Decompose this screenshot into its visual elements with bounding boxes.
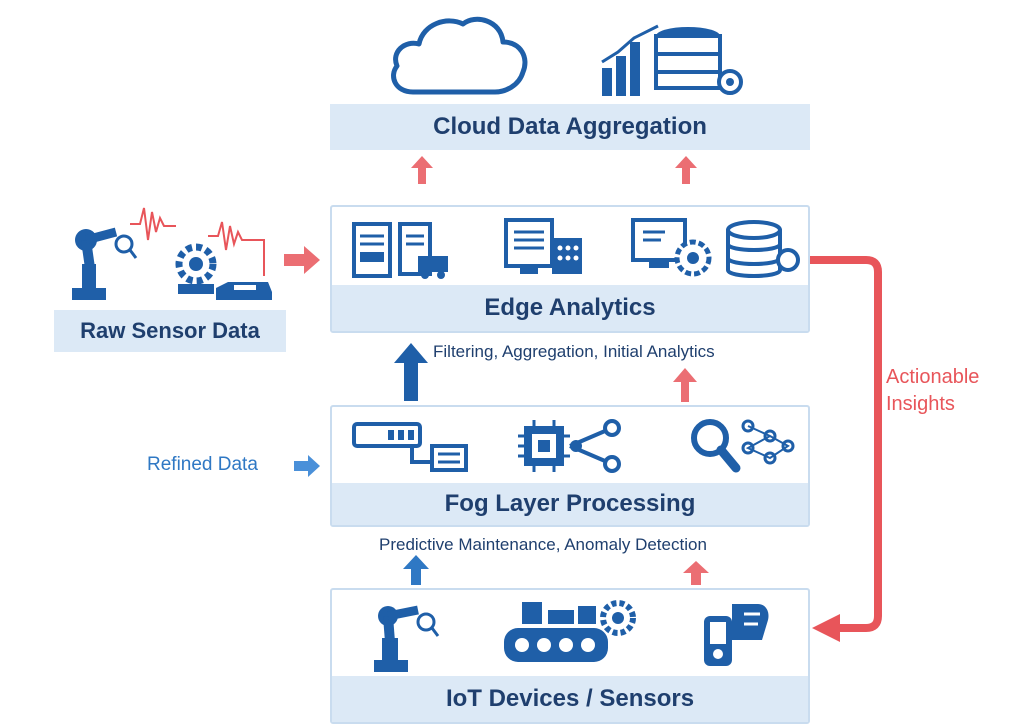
arrow-edge-to-cloud-left [411, 156, 433, 184]
search-network-icon [691, 419, 795, 473]
database-icon [726, 220, 800, 278]
arrow-edge-to-cloud-right [675, 156, 697, 184]
conveyor-belt-icon [504, 600, 636, 662]
monitor-gear-icon [631, 218, 712, 277]
refined-data-note: Refined Data [147, 454, 258, 475]
router-device-icon [352, 422, 468, 472]
vehicle-icon [216, 282, 272, 300]
iot-layer-title: IoT Devices / Sensors [445, 685, 695, 712]
data-server-icon [504, 218, 582, 274]
cloud-layer-title: Cloud Data Aggregation [433, 113, 707, 140]
cloud-layer-label: Cloud Data Aggregation [330, 104, 810, 150]
arrow-raw-to-edge [284, 246, 320, 274]
signal-wave-icon [130, 207, 265, 276]
arrow-iot-to-fog-blue [403, 555, 429, 585]
server-truck-icon [398, 222, 448, 279]
edge-input-note: Filtering, Aggregation, Initial Analytic… [433, 342, 715, 361]
arrow-fog-to-edge-red [673, 368, 697, 402]
fog-layer-title: Fog Layer Processing [444, 490, 696, 517]
raw-sensor-title: Raw Sensor Data [80, 318, 260, 343]
fog-input-note: Predictive Maintenance, Anomaly Detectio… [379, 535, 707, 554]
smart-sensor-icon [704, 604, 769, 666]
actionable-insights-arrow [810, 256, 882, 642]
robot-arm-icon [374, 605, 440, 672]
edge-layer-title: Edge Analytics [484, 294, 656, 321]
arrow-refined-data [294, 455, 320, 477]
arrow-fog-to-edge-blue [394, 343, 428, 401]
raw-sensor-label: Raw Sensor Data [54, 310, 286, 352]
cloud-icon [391, 16, 528, 95]
arrow-iot-to-fog-red [683, 561, 709, 585]
robot-arm-icon [72, 227, 138, 300]
fog-layer-label: Fog Layer Processing [332, 483, 808, 525]
chip-network-icon [518, 419, 621, 473]
gear-machine-icon [175, 243, 217, 294]
edge-layer-label: Edge Analytics [332, 285, 808, 331]
server-rack-icon [352, 222, 392, 278]
bar-chart-database-icon [601, 24, 743, 96]
actionable-insights-label: Actionable Insights [886, 366, 980, 415]
iot-layer-label: IoT Devices / Sensors [332, 676, 808, 722]
